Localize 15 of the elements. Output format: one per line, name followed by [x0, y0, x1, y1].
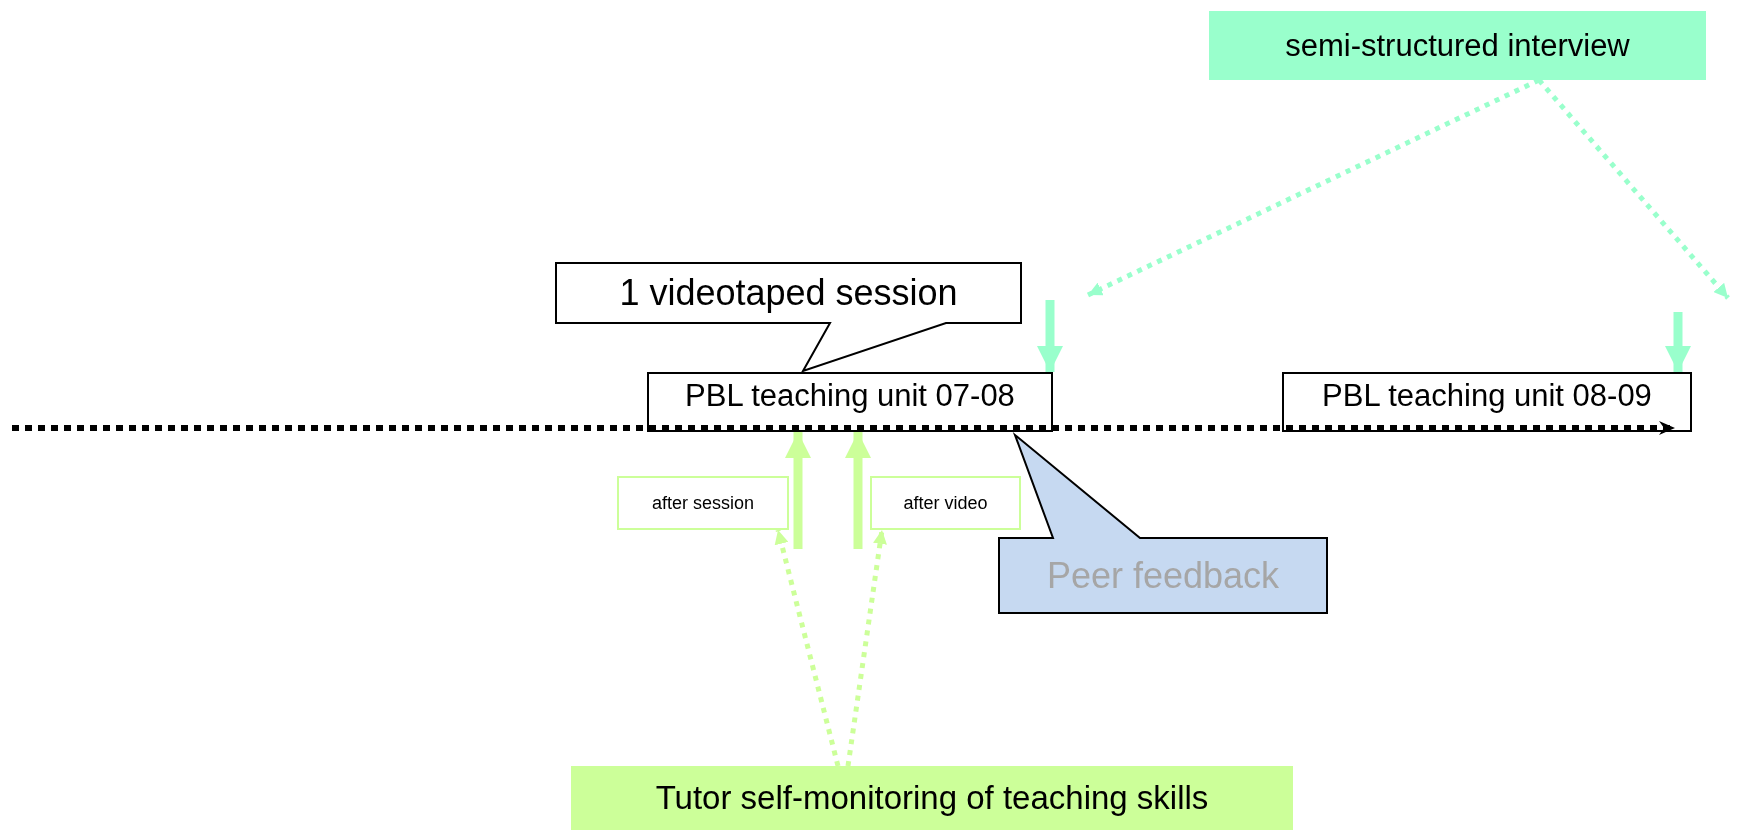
dotted-arrow: [1537, 78, 1730, 300]
bubble-text: Peer feedback: [1045, 558, 1281, 594]
dotted-arrow: [845, 529, 887, 767]
thick-arrow: [1665, 312, 1691, 372]
label-box: Tutor self-monitoring of teaching skills: [571, 766, 1293, 830]
unit-box: PBL teaching unit 08-09: [1282, 372, 1692, 432]
unit-box: PBL teaching unit 07-08: [647, 372, 1053, 432]
thick-arrow: [785, 432, 811, 549]
bubble-text: 1 videotaped session: [618, 275, 959, 311]
label-box: semi-structured interview: [1209, 11, 1706, 80]
tag-box: after video: [870, 476, 1021, 530]
thick-arrow: [1037, 300, 1063, 372]
thick-arrow: [845, 432, 871, 549]
tag-box: after session: [617, 476, 789, 530]
dotted-arrow: [774, 529, 841, 767]
